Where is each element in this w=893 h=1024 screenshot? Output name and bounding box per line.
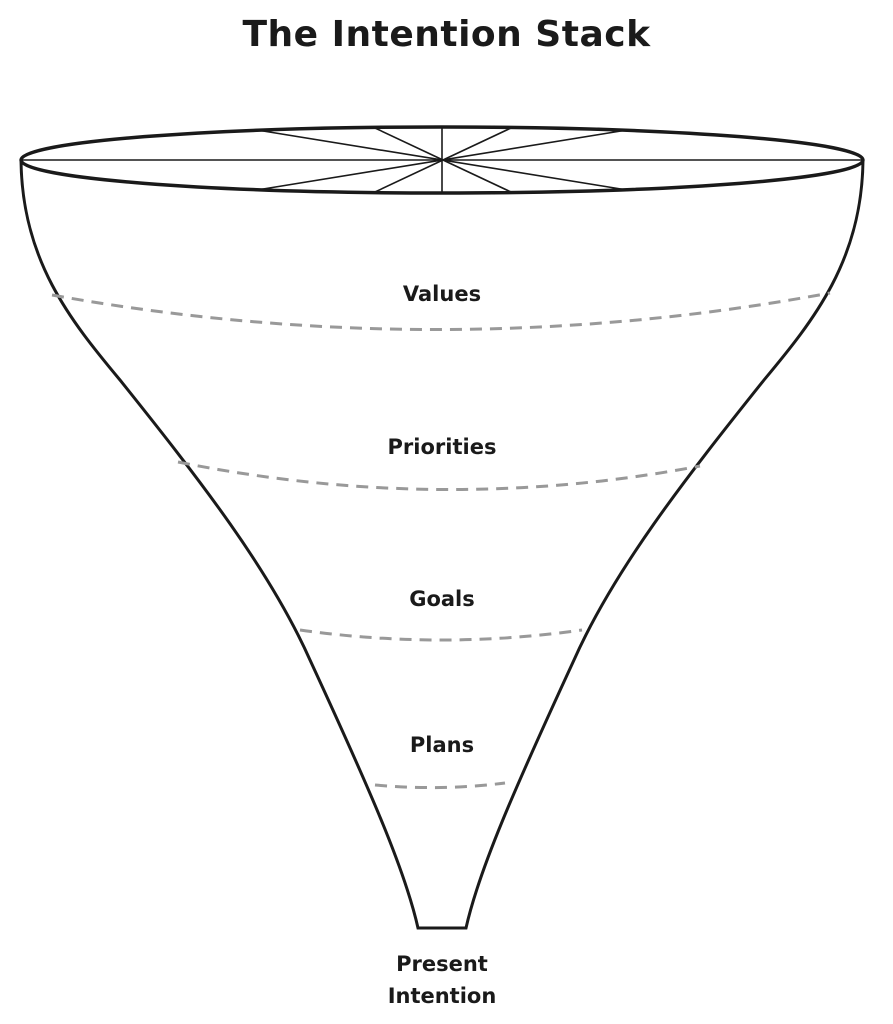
divider-priorities xyxy=(177,460,701,492)
top-wheel xyxy=(21,127,863,193)
level-label-priorities: Priorities xyxy=(387,435,497,459)
divider-values xyxy=(51,291,831,331)
level-label-goals: Goals xyxy=(409,587,475,611)
diagram-title: The Intention Stack xyxy=(242,14,651,55)
level-label-values: Values xyxy=(402,282,482,306)
funnel-outline xyxy=(19,159,865,930)
bottom-label-line2: Intention xyxy=(387,984,497,1008)
bottom-label-line1: Present xyxy=(396,952,488,976)
funnel-rim xyxy=(19,125,865,195)
wheel-spoke xyxy=(374,127,512,193)
divider-goals xyxy=(299,628,583,642)
level-label-plans: Plans xyxy=(409,733,475,757)
divider-plans xyxy=(374,781,506,790)
